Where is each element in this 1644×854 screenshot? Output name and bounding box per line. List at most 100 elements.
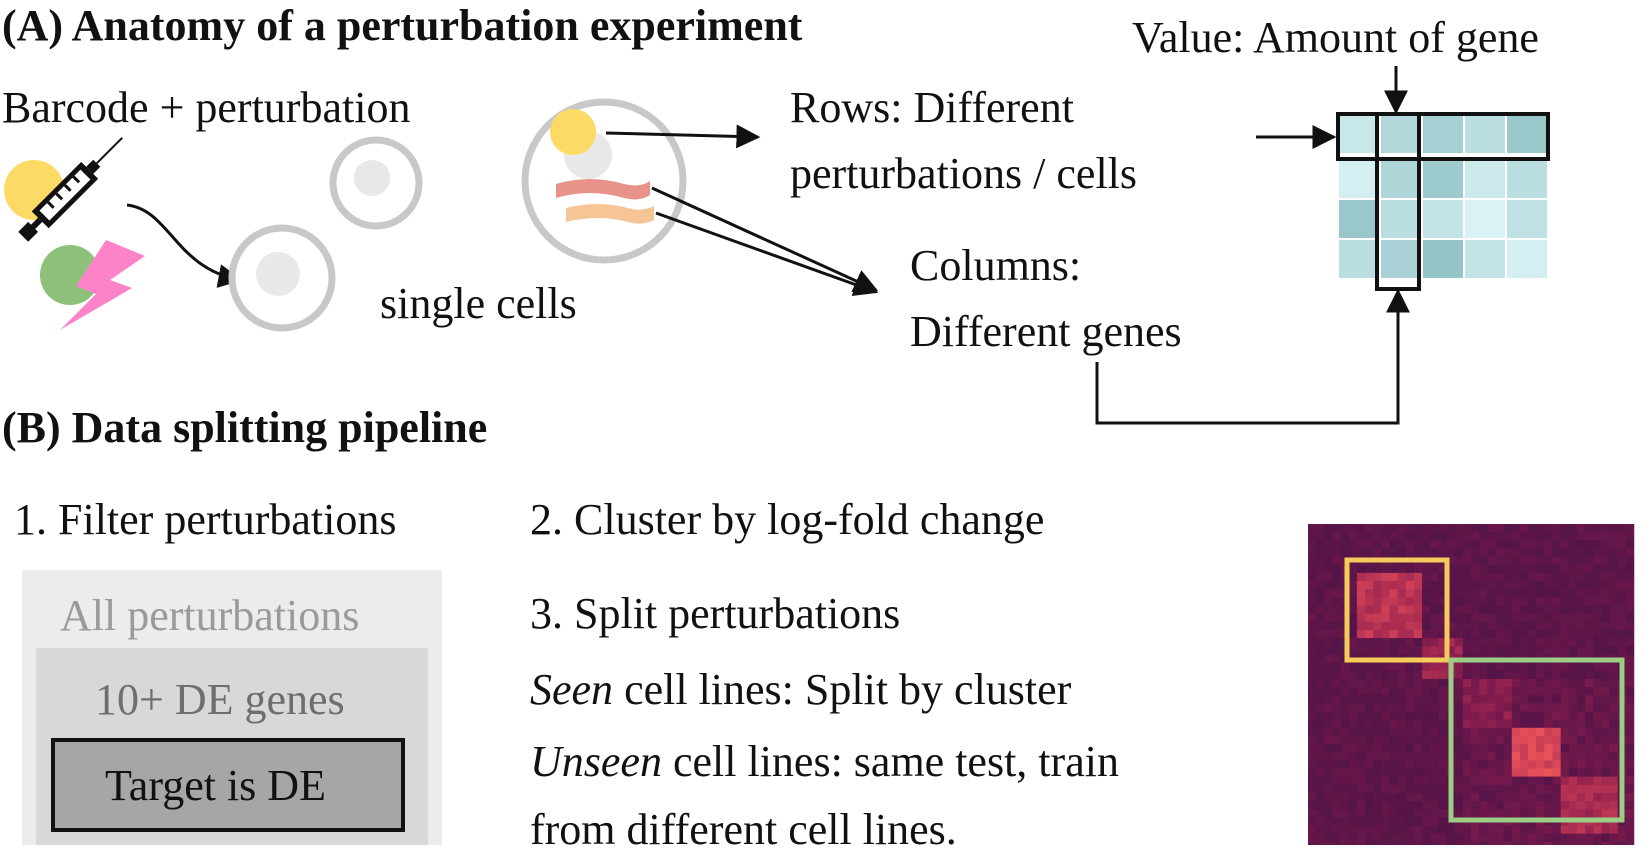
heatmap-cell <box>1405 687 1415 696</box>
heatmap-cell <box>1348 630 1358 639</box>
heatmap-cell <box>1479 540 1488 549</box>
heatmap-cell <box>1536 524 1545 533</box>
heatmap-cell <box>1316 735 1325 745</box>
heatmap-cell <box>1348 670 1358 680</box>
heatmap-cell <box>1308 564 1317 574</box>
heatmap-cell <box>1373 678 1382 688</box>
heatmap-cell <box>1625 572 1635 582</box>
heatmap-cell <box>1356 735 1366 745</box>
heatmap-cell <box>1519 809 1529 818</box>
heatmap-cell <box>1381 817 1390 826</box>
heatmap-cell <box>1397 548 1407 557</box>
heatmap-cell <box>1430 719 1439 729</box>
heatmap-cell <box>1503 589 1513 598</box>
heatmap-cell <box>1324 735 1333 745</box>
heatmap-cell <box>1560 752 1570 761</box>
matrix-cell <box>1379 113 1423 155</box>
heatmap-cell <box>1568 646 1578 655</box>
heatmap-cell <box>1373 768 1382 777</box>
heatmap-cell <box>1479 548 1488 557</box>
heatmap-cell <box>1560 540 1570 549</box>
heatmap-cell <box>1389 768 1398 777</box>
matrix-cell <box>1421 238 1465 280</box>
heatmap-cell <box>1381 678 1390 688</box>
heatmap-cell <box>1356 727 1366 737</box>
heatmap-cell <box>1381 695 1390 704</box>
heatmap-cell <box>1405 760 1415 769</box>
heatmap-cell <box>1487 524 1496 533</box>
heatmap-cell <box>1389 776 1398 786</box>
heatmap-cell <box>1609 548 1618 557</box>
heatmap-cell <box>1348 735 1358 745</box>
heatmap-cell <box>1487 801 1496 810</box>
heatmap-cell <box>1625 532 1635 541</box>
heatmap-cell <box>1536 784 1545 794</box>
heatmap-cell <box>1308 784 1317 794</box>
heatmap-cell <box>1552 638 1561 647</box>
heatmap-cell <box>1405 605 1415 614</box>
heatmap-cell <box>1365 841 1374 845</box>
heatmap-cell <box>1601 524 1610 533</box>
heatmap-cell <box>1560 605 1570 614</box>
heatmap-cell <box>1479 735 1488 745</box>
heatmap-cell <box>1373 572 1382 582</box>
single-cells-label: single cells <box>380 279 577 328</box>
heatmap-cell <box>1503 540 1513 549</box>
heatmap-cell <box>1365 776 1374 786</box>
heatmap-cell <box>1405 524 1415 533</box>
heatmap-cell <box>1332 621 1341 631</box>
heatmap-cell <box>1560 597 1570 606</box>
heatmap-cell <box>1373 564 1382 574</box>
heatmap-cell <box>1479 646 1488 655</box>
heatmap-cell <box>1414 581 1423 590</box>
heatmap-cell <box>1471 776 1480 786</box>
heatmap-cell <box>1324 532 1333 541</box>
heatmap-cell <box>1528 793 1537 802</box>
heatmap-cell <box>1381 735 1390 745</box>
heatmap-cell <box>1544 678 1553 688</box>
heatmap-cell <box>1405 833 1415 843</box>
heatmap-cell <box>1552 678 1561 688</box>
heatmap-cell <box>1544 556 1553 566</box>
heatmap-cell <box>1324 654 1333 663</box>
heatmap-cell <box>1348 695 1358 704</box>
heatmap-cell <box>1308 524 1317 533</box>
heatmap-cell <box>1585 760 1594 769</box>
heatmap-cell <box>1462 825 1472 834</box>
heatmap-cell <box>1625 735 1635 745</box>
heatmap-cell <box>1316 613 1325 623</box>
heatmap-cell <box>1373 581 1382 590</box>
heatmap-cell <box>1397 793 1407 802</box>
heatmap-cell <box>1422 548 1431 557</box>
heatmap-cell <box>1544 768 1553 777</box>
heatmap-cell <box>1462 841 1472 845</box>
heatmap-cell <box>1536 841 1545 845</box>
heatmap-cell <box>1422 801 1431 810</box>
heatmap-cell <box>1356 597 1366 606</box>
heatmap-cell <box>1495 564 1504 574</box>
heatmap-cell <box>1577 727 1586 737</box>
heatmap-cell <box>1430 581 1439 590</box>
heatmap-cell <box>1308 638 1317 647</box>
heatmap-cell <box>1519 605 1529 614</box>
heatmap-cell <box>1446 524 1455 533</box>
heatmap-cell <box>1536 581 1545 590</box>
heatmap-cell <box>1462 711 1472 720</box>
heatmap-cell <box>1471 687 1480 696</box>
heatmap-cell <box>1552 532 1561 541</box>
heatmap-cell <box>1528 540 1537 549</box>
heatmap-cell <box>1422 695 1431 704</box>
heatmap-cell <box>1609 825 1618 834</box>
heatmap-cell <box>1617 597 1627 606</box>
heatmap-cell <box>1389 548 1398 557</box>
heatmap-cell <box>1332 817 1341 826</box>
heatmap-cell <box>1495 605 1504 614</box>
heatmap-cell <box>1495 638 1504 647</box>
heatmap-cell <box>1544 760 1553 769</box>
heatmap-cell <box>1454 662 1464 671</box>
heatmap-cell <box>1462 727 1472 737</box>
heatmap-cell <box>1381 841 1390 845</box>
heatmap-cell <box>1568 678 1578 688</box>
heatmap-cell <box>1348 572 1358 582</box>
heatmap-cell <box>1462 768 1472 777</box>
